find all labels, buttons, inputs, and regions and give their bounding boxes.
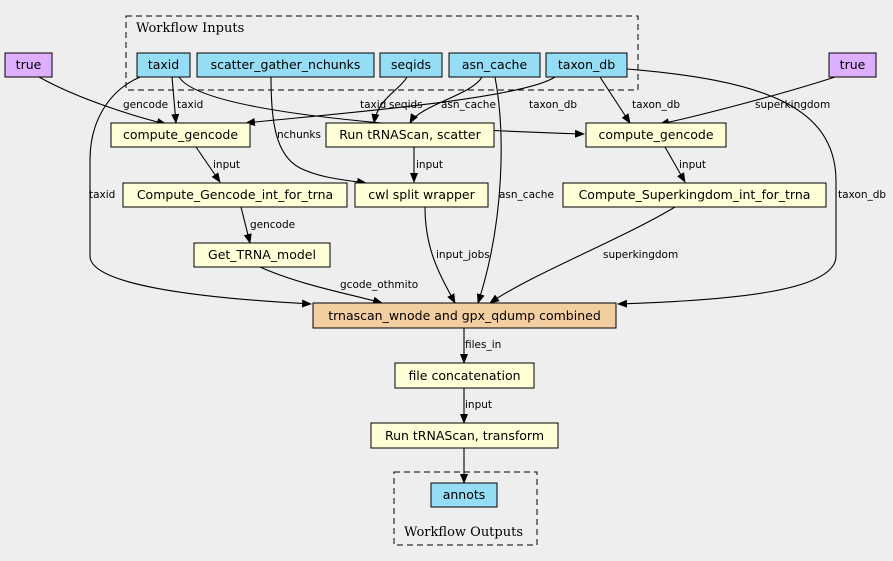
node-get-trna-model[interactable]: Get_TRNA_model <box>193 242 331 268</box>
edge-true-to-compute-gencode <box>38 76 167 126</box>
edge-cwl-split-to-trnascan <box>424 206 456 304</box>
edge-label-taxon-db: taxon_db <box>529 99 577 111</box>
node-label: Compute_Superkingdom_int_for_trna <box>579 187 811 202</box>
edge-label-taxon-db: taxon_db <box>838 189 886 201</box>
node-compute-gencode-int[interactable]: Compute_Gencode_int_for_trna <box>122 182 348 208</box>
node-label: Run tRNAScan, transform <box>385 428 544 443</box>
node-input-scatter-gather-nchunks[interactable]: scatter_gather_nchunks <box>196 52 375 78</box>
node-label: Run tRNAScan, scatter <box>339 127 481 142</box>
node-label: compute_gencode <box>598 127 713 142</box>
edge-taxid-to-trnascan <box>89 76 312 308</box>
nodes: true true taxid scatter_gather_nchunks s… <box>4 52 877 508</box>
edge-label-asn-cache: asn_cache <box>441 99 496 111</box>
edge-label-input: input <box>213 159 240 171</box>
edge-true-to-compute-gencode-right <box>659 76 836 127</box>
node-compute-gencode-left[interactable]: compute_gencode <box>110 122 251 148</box>
edge-label-input: input <box>416 159 443 171</box>
edge-seqids-to-scatter <box>371 76 408 124</box>
node-label: Get_TRNA_model <box>208 247 316 262</box>
edge-gencode-int-to-trna-model <box>240 206 252 244</box>
edge-taxon-db-to-compute-gencode-right <box>599 76 631 124</box>
edge-label-asn-cache: asn_cache <box>499 189 554 201</box>
workflow-inputs-label: Workflow Inputs <box>136 21 244 36</box>
edge-compute-gencode-to-int <box>195 146 221 183</box>
edge-label-input: input <box>679 159 706 171</box>
edge-superkingdom-to-trnascan <box>489 206 676 304</box>
node-output-annots[interactable]: annots <box>430 482 498 508</box>
edge-label-taxid: taxid <box>89 189 115 201</box>
edge-label-nchunks: nchunks <box>277 129 321 141</box>
edge-label-taxon-db: taxon_db <box>632 99 680 111</box>
edges <box>38 68 837 484</box>
edge-labels: gencode taxid taxid seqids asn_cache tax… <box>89 99 886 411</box>
edge-taxid-to-compute-gencode <box>171 76 180 124</box>
edge-label-superkingdom: superkingdom <box>603 249 678 261</box>
edge-label-seqids: seqids <box>389 99 423 111</box>
node-label: cwl split wrapper <box>368 187 475 202</box>
edge-label-taxid: taxid <box>360 99 386 111</box>
edge-label-input: input <box>465 399 492 411</box>
edge-label-gencode: gencode <box>123 99 168 111</box>
node-run-trnascan-scatter[interactable]: Run tRNAScan, scatter <box>325 122 495 148</box>
node-true-right[interactable]: true <box>828 52 877 78</box>
edge-asn-cache-to-trnascan <box>476 76 502 304</box>
edge-compute-gencode-to-superkingdom <box>664 146 686 183</box>
node-input-asn-cache[interactable]: asn_cache <box>448 52 541 78</box>
node-label: asn_cache <box>462 57 528 72</box>
edge-asn-cache-to-scatter <box>409 76 483 124</box>
edge-nchunks-to-cwl-split <box>270 76 367 186</box>
node-file-concatenation[interactable]: file concatenation <box>394 362 535 389</box>
node-label: true <box>840 57 866 72</box>
node-label: scatter_gather_nchunks <box>211 57 361 72</box>
node-label: trnascan_wnode and gpx_qdump combined <box>328 308 601 323</box>
node-label: true <box>16 57 42 72</box>
node-label: file concatenation <box>408 368 520 383</box>
node-label: Compute_Gencode_int_for_trna <box>137 187 333 202</box>
node-run-trnascan-transform[interactable]: Run tRNAScan, transform <box>370 422 559 449</box>
node-label: seqids <box>391 57 431 72</box>
node-true-left[interactable]: true <box>4 52 53 78</box>
edge-label-superkingdom: superkingdom <box>755 99 830 111</box>
node-input-taxon-db[interactable]: taxon_db <box>545 52 628 78</box>
edge-label-gcode-othmito: gcode_othmito <box>340 279 418 291</box>
workflow-outputs-cluster: Workflow Outputs <box>393 471 538 546</box>
node-input-taxid[interactable]: taxid <box>136 52 191 78</box>
node-label: compute_gencode <box>123 127 238 142</box>
edge-label-taxid: taxid <box>177 99 203 111</box>
edge-label-input-jobs: input_jobs <box>436 249 490 261</box>
edge-taxon-db-to-trnascan <box>617 68 837 308</box>
node-trnascan-combined[interactable]: trnascan_wnode and gpx_qdump combined <box>312 302 617 329</box>
edge-taxid-to-compute-gencode-right <box>178 76 585 138</box>
edge-taxon-db-to-compute-gencode-left <box>245 76 556 127</box>
edge-trna-model-to-trnascan <box>259 266 383 305</box>
node-cwl-split-wrapper[interactable]: cwl split wrapper <box>354 182 489 208</box>
workflow-inputs-cluster: Workflow Inputs <box>125 15 639 91</box>
node-input-seqids[interactable]: seqids <box>379 52 443 78</box>
node-label: taxon_db <box>558 57 615 72</box>
node-compute-gencode-right[interactable]: compute_gencode <box>585 122 727 148</box>
node-label: taxid <box>148 57 179 72</box>
node-label: annots <box>443 487 486 502</box>
edge-label-files-in: files_in <box>465 339 501 351</box>
edge-label-gencode: gencode <box>250 219 295 231</box>
workflow-outputs-label: Workflow Outputs <box>404 525 523 540</box>
node-compute-superkingdom-int[interactable]: Compute_Superkingdom_int_for_trna <box>562 182 827 208</box>
